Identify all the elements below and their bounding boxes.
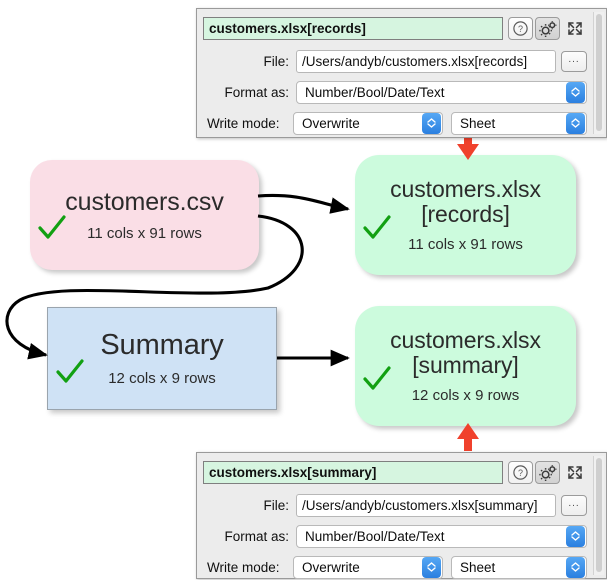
panel-header-buttons: ?: [508, 461, 587, 484]
graph-node-summary[interactable]: Summary 12 cols x 9 rows: [47, 307, 277, 410]
browse-button[interactable]: ...: [561, 494, 587, 516]
write-mode-value: Overwrite: [302, 559, 360, 575]
edge-csv-to-records: [257, 193, 350, 214]
panel-header-row: customers.xlsx[summary] ?: [203, 460, 587, 485]
format-row: Format as: Number/Bool/Date/Text: [203, 523, 587, 549]
format-value: Number/Bool/Date/Text: [305, 528, 445, 544]
expand-icon: [567, 22, 582, 35]
svg-text:?: ?: [518, 468, 523, 478]
help-button[interactable]: ?: [508, 461, 533, 484]
node-subtitle: 12 cols x 9 rows: [108, 370, 216, 388]
svg-text:?: ?: [518, 24, 523, 34]
panel-header-buttons: ?: [508, 17, 587, 40]
expand-button[interactable]: [562, 461, 587, 484]
format-label: Format as:: [224, 528, 289, 544]
write-mode-value: Overwrite: [302, 115, 360, 131]
write-mode-row: Write mode: Overwrite Sheet: [203, 554, 587, 580]
annotation-arrow-up: [457, 423, 479, 451]
file-path-input[interactable]: /Users/andyb/customers.xlsx[summary]: [296, 493, 556, 517]
node-subtitle: 11 cols x 91 rows: [87, 224, 202, 242]
browse-button[interactable]: ...: [561, 50, 587, 72]
status-check-icon: [360, 362, 394, 396]
expand-button[interactable]: [562, 17, 587, 40]
file-row: File: /Users/andyb/customers.xlsx[summar…: [203, 492, 587, 518]
write-mode-label: Write mode:: [207, 115, 280, 131]
scrollbar-thumb[interactable]: [596, 14, 602, 132]
format-label: Format as:: [224, 84, 289, 100]
node-title: Summary: [100, 328, 224, 361]
help-icon: ?: [513, 465, 528, 480]
write-mode-select[interactable]: Overwrite: [293, 111, 443, 135]
chevron-down-icon: [427, 123, 436, 128]
chevron-down-icon: [571, 567, 580, 572]
item-name-input[interactable]: customers.xlsx[records]: [203, 17, 503, 40]
sheet-select[interactable]: Sheet: [451, 111, 587, 135]
sheet-stepper[interactable]: [566, 112, 585, 134]
write-mode-select[interactable]: Overwrite: [293, 555, 443, 579]
help-icon: ?: [513, 21, 528, 36]
chevron-up-icon: [571, 87, 580, 92]
node-title: customers.csv: [65, 187, 224, 216]
node-title: customers.xlsx [summary]: [390, 328, 541, 378]
scrollbar-thumb[interactable]: [596, 458, 602, 573]
sheet-value: Sheet: [460, 115, 496, 131]
properties-panel-records: customers.xlsx[records] ?: [196, 8, 607, 138]
chevron-down-icon: [571, 92, 580, 97]
status-check-icon: [35, 211, 69, 245]
sheet-value: Sheet: [460, 559, 496, 575]
panel-scrollbar[interactable]: [593, 12, 604, 134]
gears-icon: [538, 20, 556, 37]
panel-scrollbar[interactable]: [593, 456, 604, 575]
node-title-line1: customers.xlsx: [390, 327, 541, 354]
format-select[interactable]: Number/Bool/Date/Text: [296, 524, 587, 548]
expand-icon: [567, 466, 582, 479]
file-label: File:: [263, 497, 289, 513]
file-row: File: /Users/andyb/customers.xlsx[record…: [203, 48, 587, 74]
gears-icon: [538, 464, 556, 481]
format-row: Format as: Number/Bool/Date/Text: [203, 79, 587, 105]
write-mode-label: Write mode:: [207, 559, 280, 575]
item-name-input[interactable]: customers.xlsx[summary]: [203, 461, 503, 484]
properties-panel-summary: customers.xlsx[summary] ?: [196, 452, 607, 579]
write-mode-stepper[interactable]: [422, 112, 441, 134]
node-title: customers.xlsx [records]: [390, 177, 541, 227]
node-title-line1: customers.xlsx: [390, 176, 541, 203]
write-mode-stepper[interactable]: [422, 556, 441, 578]
settings-button[interactable]: [535, 461, 560, 484]
node-title-line2: [records]: [421, 201, 510, 227]
graph-node-customers-xlsx-summary[interactable]: customers.xlsx [summary] 12 cols x 9 row…: [355, 306, 576, 426]
status-check-icon: [53, 355, 87, 389]
format-select[interactable]: Number/Bool/Date/Text: [296, 80, 587, 104]
node-title-line2: [summary]: [412, 352, 519, 378]
chevron-up-icon: [571, 118, 580, 123]
help-button[interactable]: ?: [508, 17, 533, 40]
settings-button[interactable]: [535, 17, 560, 40]
node-subtitle: 12 cols x 9 rows: [411, 386, 520, 404]
chevron-down-icon: [427, 567, 436, 572]
format-stepper[interactable]: [566, 81, 585, 103]
chevron-down-icon: [571, 536, 580, 541]
chevron-up-icon: [571, 562, 580, 567]
file-label: File:: [263, 53, 289, 69]
format-stepper[interactable]: [566, 525, 585, 547]
status-check-icon: [360, 211, 394, 245]
sheet-select[interactable]: Sheet: [451, 555, 587, 579]
sheet-stepper[interactable]: [566, 556, 585, 578]
format-value: Number/Bool/Date/Text: [305, 84, 445, 100]
chevron-down-icon: [571, 123, 580, 128]
graph-node-customers-csv[interactable]: customers.csv 11 cols x 91 rows: [30, 160, 259, 270]
write-mode-row: Write mode: Overwrite Sheet: [203, 110, 587, 136]
graph-node-customers-xlsx-records[interactable]: customers.xlsx [records] 11 cols x 91 ro…: [355, 155, 576, 275]
node-subtitle: 11 cols x 91 rows: [408, 235, 523, 253]
panel-header-row: customers.xlsx[records] ?: [203, 16, 587, 41]
file-path-input[interactable]: /Users/andyb/customers.xlsx[records]: [296, 49, 556, 73]
chevron-up-icon: [571, 531, 580, 536]
